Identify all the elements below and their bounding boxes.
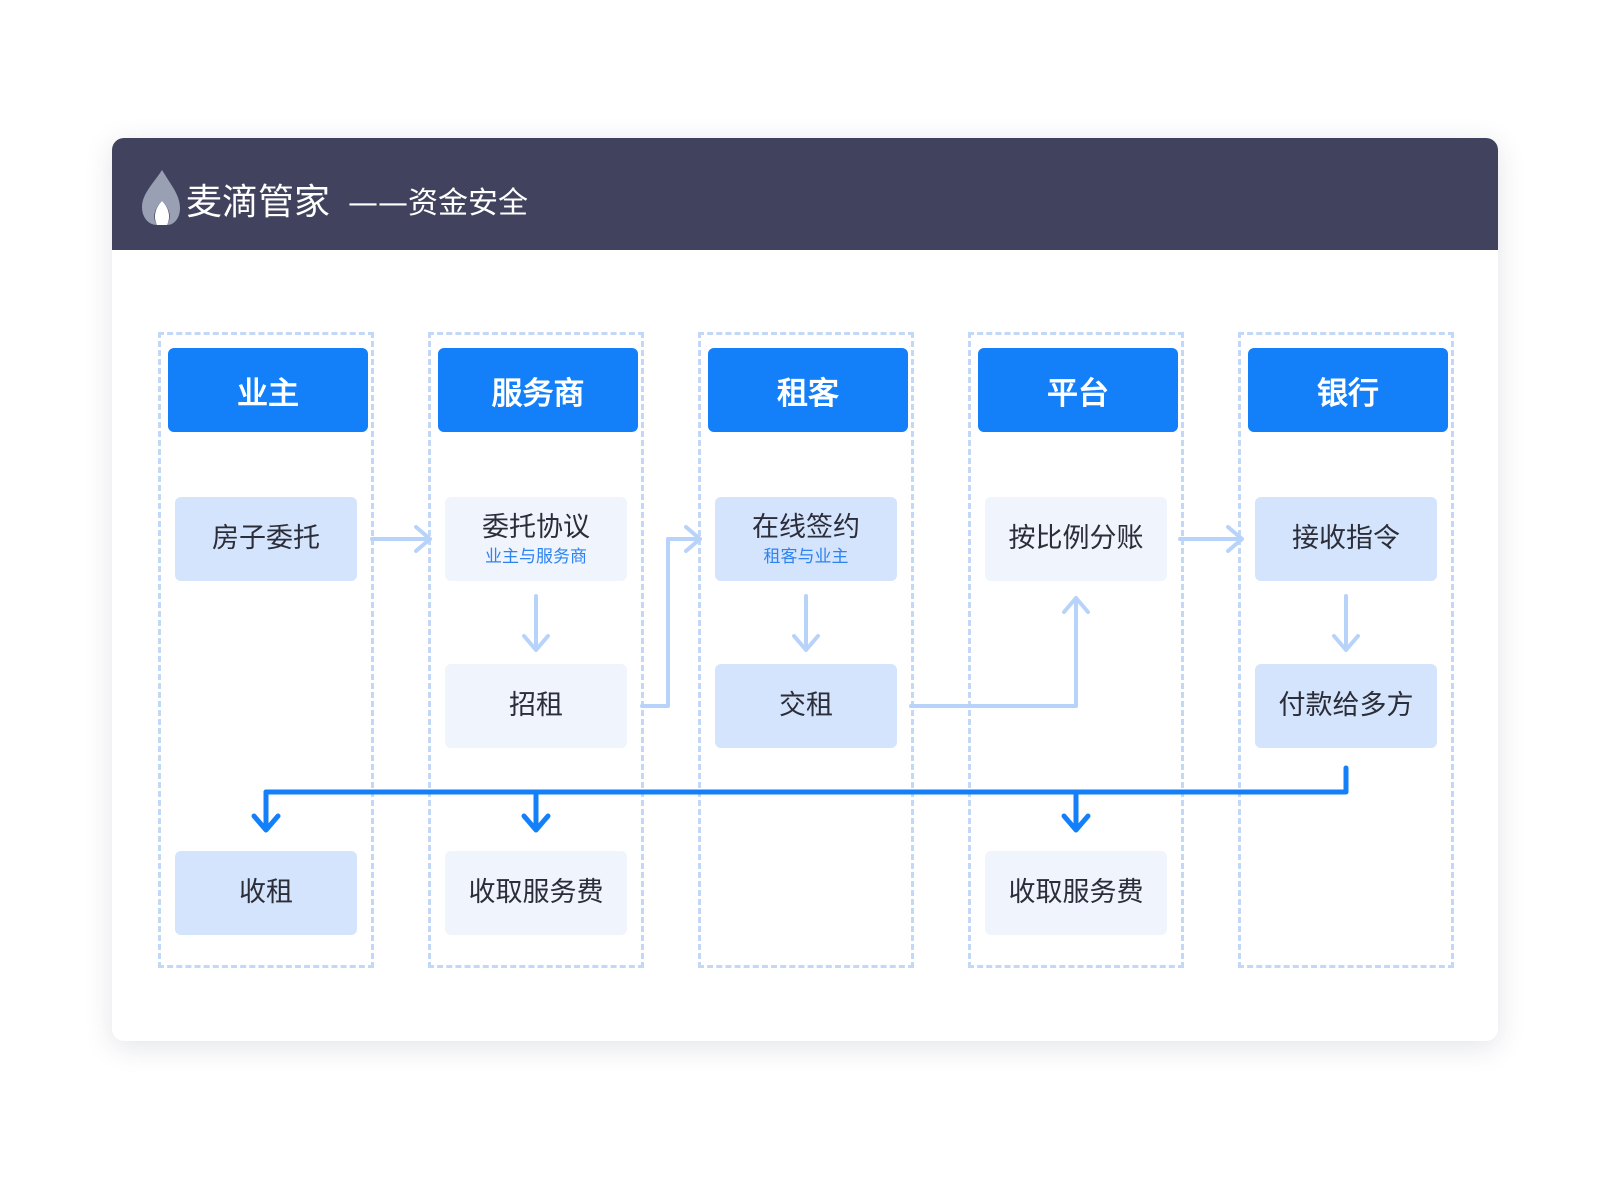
- arrow-recruit-to-sign: [640, 525, 702, 708]
- node-tenant-sign: 在线签约 租客与业主: [715, 497, 897, 581]
- node-bank-pay-parties: 付款给多方: [1255, 664, 1437, 748]
- lane-header-owner: 业主: [168, 348, 368, 432]
- node-platform-split: 按比例分账: [985, 497, 1167, 581]
- arrow-to-platform-fee: [1061, 789, 1091, 833]
- arrow-split-to-receive: [1178, 525, 1244, 553]
- node-sublabel: 业主与服务商: [485, 547, 587, 567]
- diagram-card: 麦滴管家 ——资金安全: [112, 138, 1498, 1041]
- arrow-receive-to-pay-parties: [1332, 594, 1360, 652]
- lane-owner: [158, 332, 374, 968]
- node-label: 付款给多方: [1278, 690, 1414, 721]
- node-label: 在线签约: [752, 512, 860, 543]
- page-subtitle: ——资金安全: [348, 186, 528, 221]
- node-label: 接收指令: [1292, 523, 1400, 554]
- node-agent-recruit: 招租: [445, 664, 627, 748]
- lane-tenant: [698, 332, 914, 968]
- flame-logo-icon: [142, 170, 180, 225]
- lane-bank: [1238, 332, 1454, 968]
- lane-agent: [428, 332, 644, 968]
- node-label: 委托协议: [482, 512, 590, 543]
- node-owner-collect-rent: 收租: [175, 851, 357, 935]
- node-label: 招租: [509, 690, 563, 721]
- lane-header-tenant: 租客: [708, 348, 908, 432]
- node-label: 收取服务费: [468, 877, 604, 908]
- arrow-agreement-to-recruit: [522, 594, 550, 652]
- node-bank-receive: 接收指令: [1255, 497, 1437, 581]
- header-bar: 麦滴管家 ——资金安全: [112, 138, 1498, 250]
- lane-header-platform: 平台: [978, 348, 1178, 432]
- flow-connectors: [251, 525, 1360, 833]
- arrow-to-agent-fee: [521, 789, 551, 833]
- node-sublabel: 租客与业主: [763, 547, 849, 567]
- node-agent-service-fee: 收取服务费: [445, 851, 627, 935]
- node-label: 按比例分账: [1008, 523, 1144, 554]
- arrow-pay-to-split: [909, 596, 1090, 708]
- brand-name: 麦滴管家: [186, 182, 331, 223]
- node-label: 交租: [779, 690, 833, 721]
- node-platform-service-fee: 收取服务费: [985, 851, 1167, 935]
- distribution-line: [263, 765, 1349, 795]
- node-agent-agreement: 委托协议 业主与服务商: [445, 497, 627, 581]
- arrow-sign-to-pay: [792, 594, 820, 652]
- arrow-to-owner-collect: [251, 789, 281, 833]
- node-label: 收取服务费: [1008, 877, 1144, 908]
- node-tenant-pay-rent: 交租: [715, 664, 897, 748]
- node-label: 收租: [239, 877, 293, 908]
- node-owner-entrust: 房子委托: [175, 497, 357, 581]
- lane-header-bank: 银行: [1248, 348, 1448, 432]
- arrow-entrust-to-agreement: [370, 525, 432, 553]
- lane-header-agent: 服务商: [438, 348, 638, 432]
- lane-platform: [968, 332, 1184, 968]
- node-label: 房子委托: [212, 523, 320, 554]
